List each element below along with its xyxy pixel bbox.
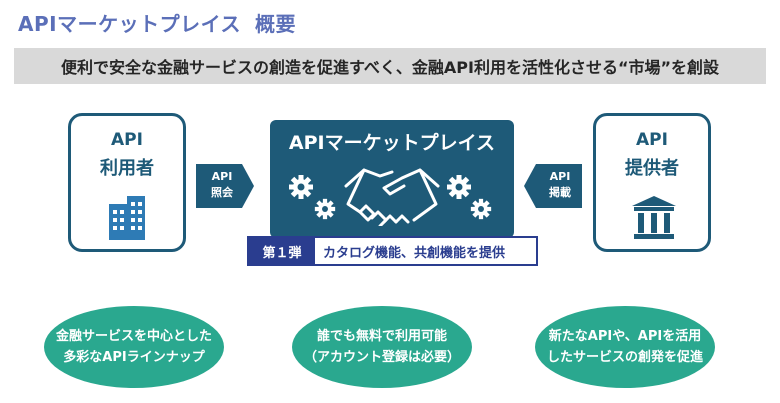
phase-description: カタログ機能、共創機能を提供: [323, 245, 506, 261]
gear-icon: [314, 198, 336, 220]
feature-oval-cocreation: 新たなAPIや、APIを活用したサービスの創発を促進: [535, 306, 715, 388]
title-sub: 概要: [254, 12, 296, 36]
api-user-label-2: 利用者: [100, 158, 154, 179]
api-user-box: API 利用者: [68, 113, 186, 252]
gear-icon: [447, 175, 471, 199]
building-icon: [107, 196, 147, 244]
api-provider-label-1: API: [636, 130, 668, 150]
api-provider-label-2: 提供者: [625, 158, 679, 179]
page-title: APIマーケットプレイス概要: [18, 8, 296, 37]
gear-icon: [289, 175, 313, 199]
feature-oval-lineup: 金融サービスを中心とした多彩なAPIラインナップ: [44, 306, 224, 388]
marketplace-title: APIマーケットプレイス: [288, 132, 496, 154]
marketplace-box: APIマーケットプレイス: [270, 120, 514, 238]
title-main: APIマーケットプレイス: [18, 12, 241, 36]
gear-icon: [470, 198, 492, 220]
phase-label: 第１弾 カタログ機能、共創機能を提供: [247, 236, 538, 266]
api-provider-box: API 提供者: [593, 113, 711, 252]
phase-number: 第１弾: [249, 238, 315, 264]
api-user-label-1: API: [111, 130, 143, 150]
summary-banner: 便利で安全な金融サービスの創造を促進すべく、金融API利用を活性化させる“市場”…: [14, 48, 766, 84]
handshake-icon: [344, 168, 440, 226]
bank-icon: [632, 196, 676, 244]
feature-oval-free: 誰でも無料で利用可能（アカウント登録は必要）: [292, 306, 472, 388]
